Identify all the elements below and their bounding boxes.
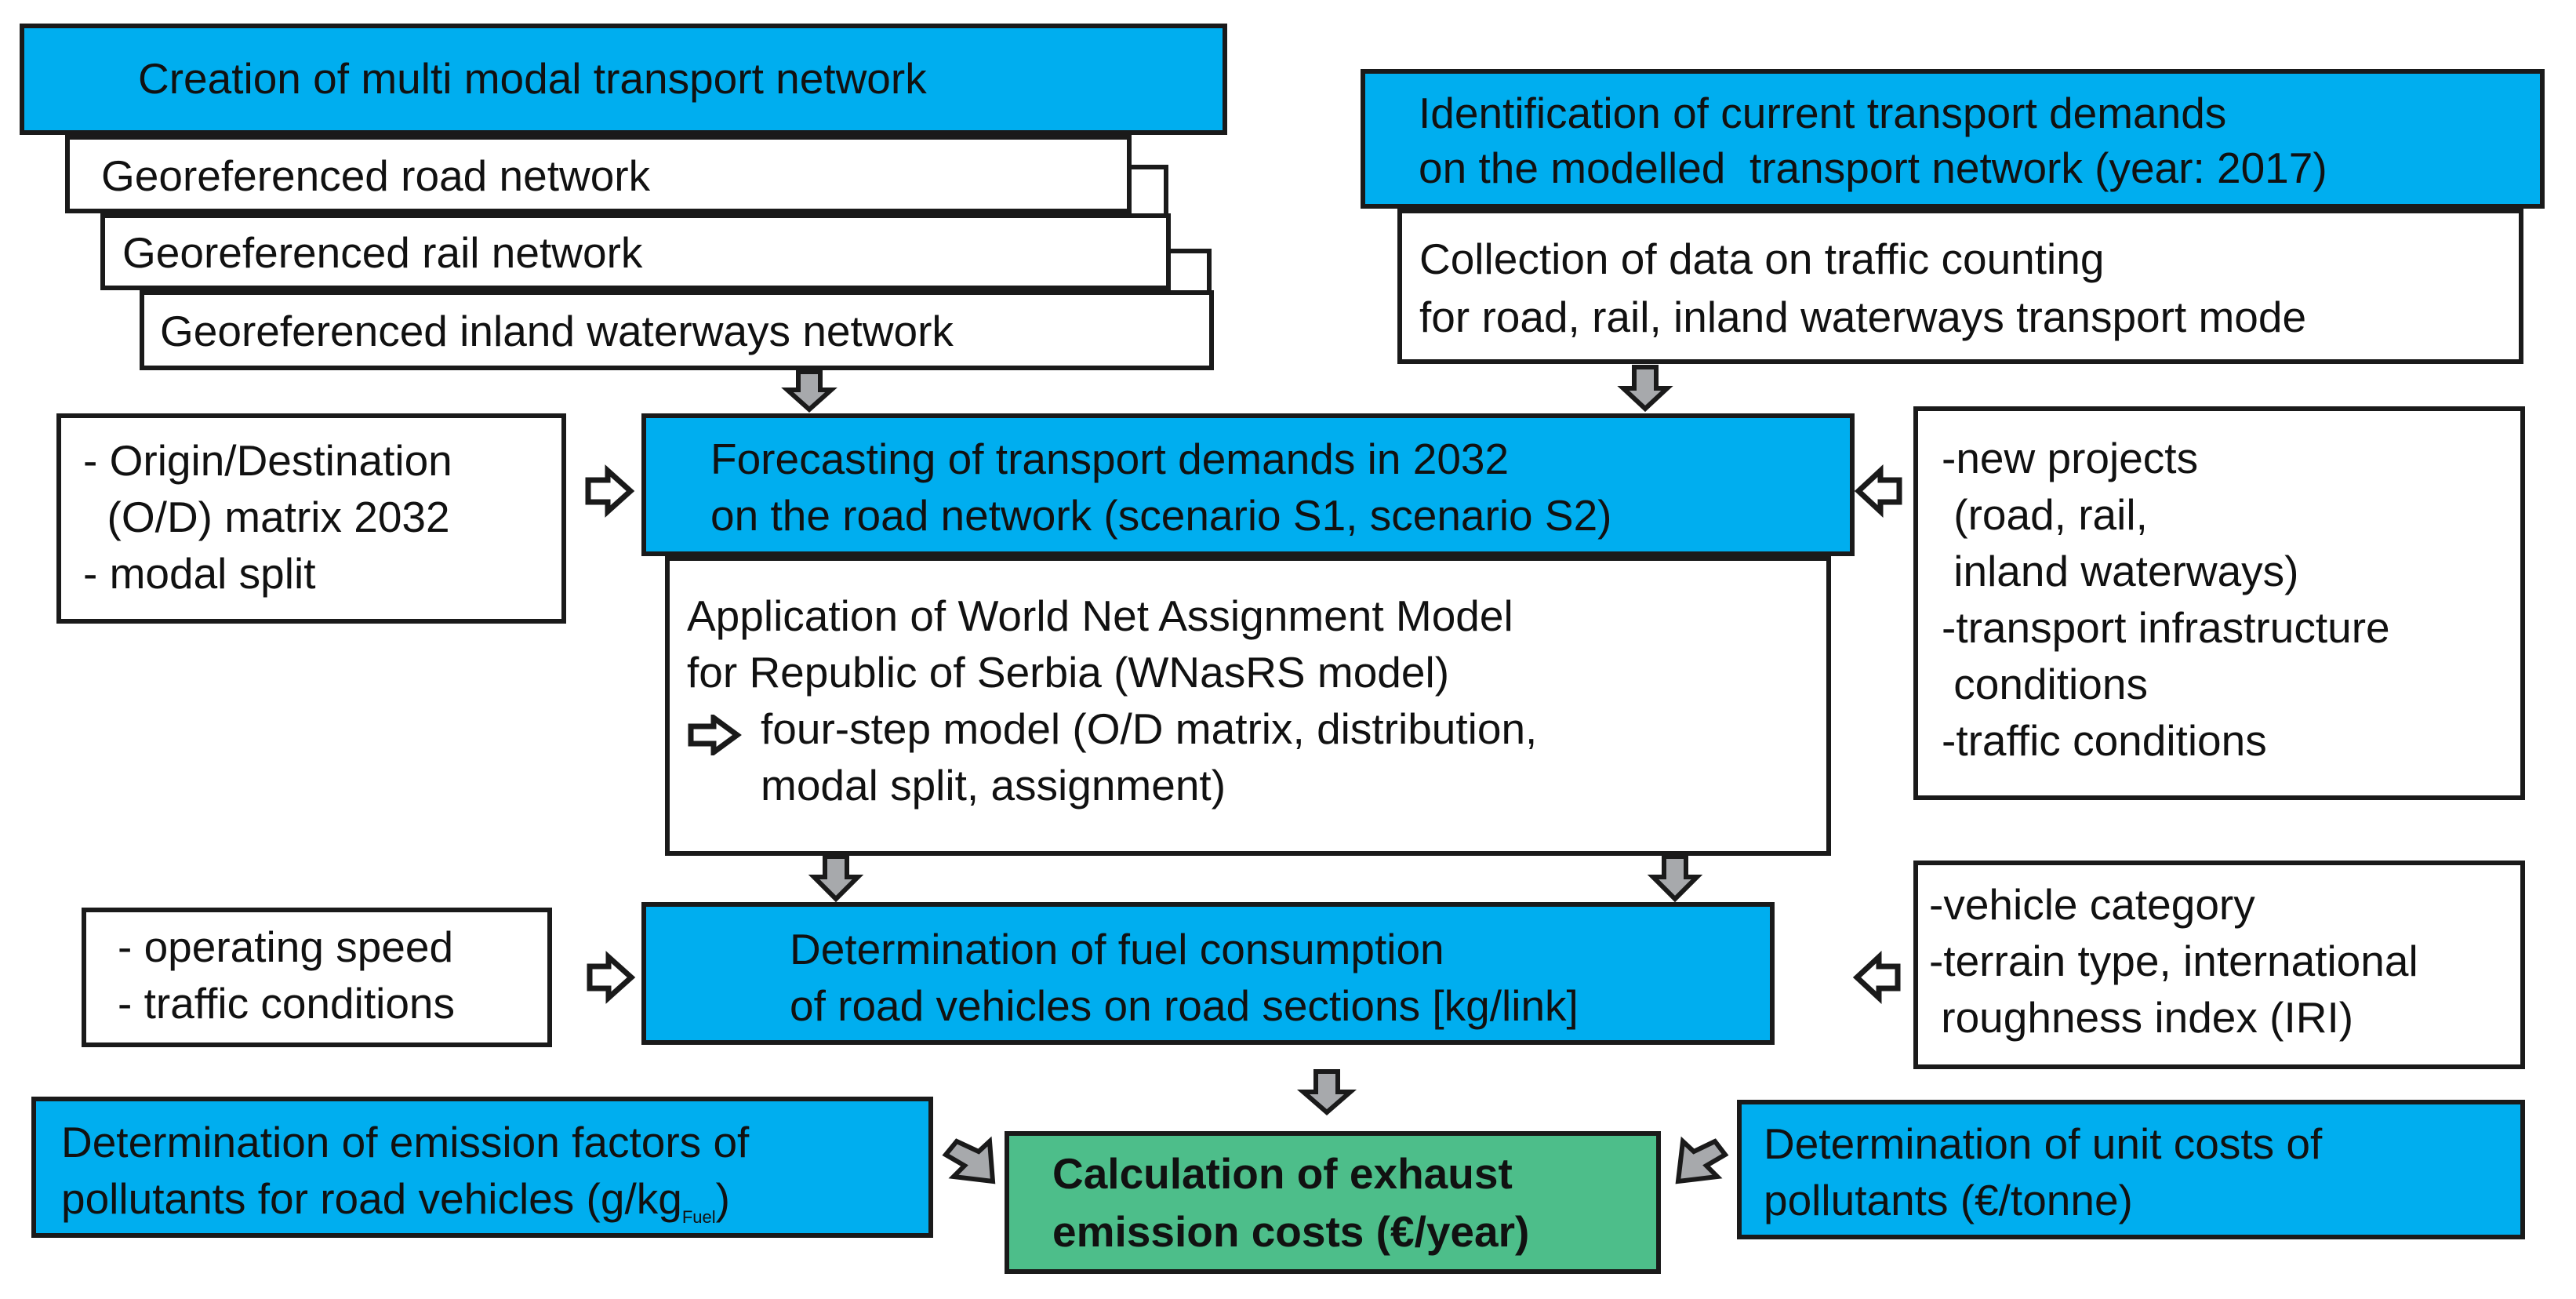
fuel-consumption-box: Determination of fuel consumption of roa…: [641, 902, 1775, 1045]
road-network-box: Georeferenced road network: [65, 135, 1132, 213]
right-arrow-od-to-forecast: [585, 464, 635, 518]
rail-network-label: Georeferenced rail network: [122, 228, 643, 277]
down-arrow-demands-to-forecast: [1617, 365, 1673, 413]
vehicle-inputs-line-3: roughness index (IRI): [1929, 993, 2354, 1042]
speed-inputs-box: - operating speed - traffic conditions: [82, 908, 552, 1047]
down-arrow-model-to-fuel-left: [808, 854, 864, 903]
vehicle-inputs-box: -vehicle category -terrain type, interna…: [1913, 861, 2525, 1069]
down-arrow-fuel-to-result: [1296, 1069, 1357, 1115]
diagonal-arrow-costs-to-result: [1675, 1136, 1729, 1184]
forecasting-title-1: Forecasting of transport demands in 2032: [710, 435, 1510, 483]
exhaust-costs-line-2: emission costs (€/year): [1052, 1207, 1530, 1256]
wnasrs-line-4: modal split, assignment): [761, 761, 1226, 810]
rail-network-box: Georeferenced rail network: [100, 213, 1171, 290]
road-rail-connector: [1128, 165, 1168, 220]
current-demands-title-1: Identification of current transport dema…: [1419, 89, 2227, 137]
projects-line-4: -transport infrastructure: [1942, 603, 2390, 652]
emission-factors-line-2: pollutants for road vehicles (g/kgFuel): [61, 1174, 730, 1227]
traffic-counting-line-2: for road, rail, inland waterways transpo…: [1419, 293, 2307, 341]
left-arrow-vehicle-to-fuel: [1852, 950, 1901, 1005]
current-demands-title-2: on the modelled transport network (year:…: [1419, 144, 2327, 192]
speed-inputs-line-1: - operating speed: [118, 922, 454, 971]
vehicle-inputs-line-1: -vehicle category: [1929, 880, 2255, 929]
emission-factors-line-1: Determination of emission factors of: [61, 1118, 750, 1166]
projects-line-6: -traffic conditions: [1942, 716, 2267, 765]
exhaust-costs-line-1: Calculation of exhaust: [1052, 1149, 1513, 1198]
projects-line-3: inland waterways): [1942, 547, 2299, 595]
projects-box: -new projects (road, rail, inland waterw…: [1913, 406, 2525, 800]
right-arrow-icon: [688, 715, 742, 755]
network-creation-title: Creation of multi modal transport networ…: [138, 54, 927, 103]
down-arrow-network-to-forecast: [781, 369, 837, 413]
fuel-title-2: of road vehicles on road sections [kg/li…: [790, 981, 1579, 1030]
traffic-counting-box: Collection of data on traffic counting f…: [1397, 209, 2523, 364]
emission-factors-box: Determination of emission factors of pol…: [31, 1097, 933, 1238]
od-inputs-line-1: - Origin/Destination: [83, 436, 452, 485]
down-arrow-model-to-fuel-right: [1647, 854, 1703, 903]
forecasting-title-2: on the road network (scenario S1, scenar…: [710, 491, 1612, 540]
current-demands-box: Identification of current transport dema…: [1361, 69, 2545, 209]
fuel-subscript: Fuel: [681, 1207, 716, 1227]
waterways-network-label: Georeferenced inland waterways network: [160, 307, 954, 355]
network-creation-box: Creation of multi modal transport networ…: [20, 24, 1227, 135]
speed-inputs-line-2: - traffic conditions: [118, 979, 456, 1028]
projects-line-5: conditions: [1942, 660, 2148, 708]
projects-line-2: (road, rail,: [1942, 490, 2148, 539]
left-arrow-projects-to-forecast: [1854, 464, 1902, 519]
wnasrs-model-box: Application of World Net Assignment Mode…: [665, 556, 1831, 856]
projects-line-1: -new projects: [1942, 434, 2199, 482]
traffic-counting-line-1: Collection of data on traffic counting: [1419, 235, 2105, 283]
unit-costs-line-1: Determination of unit costs of: [1764, 1119, 2323, 1168]
fuel-title-1: Determination of fuel consumption: [790, 925, 1444, 973]
unit-costs-box: Determination of unit costs of pollutant…: [1737, 1100, 2525, 1239]
wnasrs-line-3: four-step model (O/D matrix, distributio…: [761, 704, 1538, 753]
waterways-network-box: Georeferenced inland waterways network: [140, 290, 1214, 370]
od-inputs-line-3: - modal split: [83, 549, 316, 598]
exhaust-costs-box: Calculation of exhaust emission costs (€…: [1005, 1131, 1661, 1274]
unit-costs-line-2: pollutants (€/tonne): [1764, 1176, 2133, 1224]
od-inputs-line-2: (O/D) matrix 2032: [83, 493, 450, 541]
forecasting-box: Forecasting of transport demands in 2032…: [641, 413, 1855, 556]
vehicle-inputs-line-2: -terrain type, international: [1929, 937, 2418, 985]
diagonal-arrow-factors-to-result: [942, 1136, 996, 1184]
road-network-label: Georeferenced road network: [101, 151, 651, 200]
wnasrs-line-1: Application of World Net Assignment Mode…: [687, 591, 1513, 640]
wnasrs-line-2: for Republic of Serbia (WNasRS model): [687, 648, 1450, 697]
od-inputs-box: - Origin/Destination (O/D) matrix 2032 -…: [56, 413, 566, 624]
right-arrow-speed-to-fuel: [587, 951, 636, 1004]
rail-waterways-connector: [1166, 249, 1212, 302]
